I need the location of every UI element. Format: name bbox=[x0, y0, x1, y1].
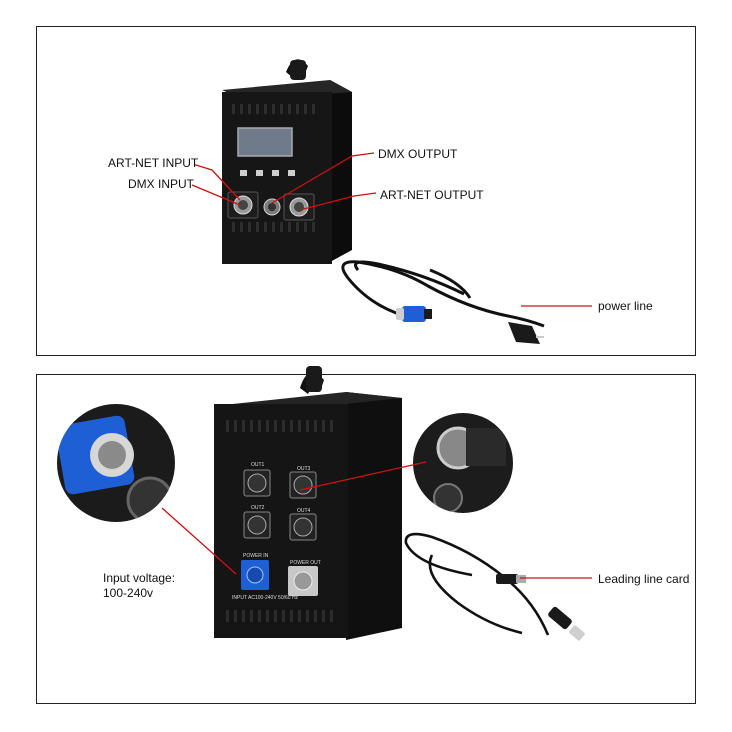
label-leading-line-card: Leading line card bbox=[598, 572, 690, 586]
label-power-line: power line bbox=[598, 299, 653, 313]
xlr-outputs bbox=[243, 469, 317, 541]
text-power-out: POWER OUT bbox=[290, 560, 321, 566]
label-dmx-input: DMX INPUT bbox=[128, 177, 194, 191]
label-input-voltage-line2: 100-240v bbox=[103, 586, 154, 600]
text-out4: OUT4 bbox=[297, 508, 311, 514]
text-out3: OUT3 bbox=[297, 466, 311, 472]
powercon-plug bbox=[396, 306, 432, 322]
power-line-cable bbox=[341, 260, 545, 328]
label-artnet-input: ART-NET INPUT bbox=[108, 156, 199, 170]
lcd-display bbox=[237, 127, 293, 157]
text-out2: OUT2 bbox=[251, 505, 265, 511]
label-dmx-output: DMX OUTPUT bbox=[378, 147, 458, 161]
label-artnet-output: ART-NET OUTPUT bbox=[380, 188, 484, 202]
zoom-detail-xlr bbox=[413, 413, 513, 513]
label-input-voltage-line1: Input voltage: bbox=[103, 571, 176, 585]
front-connectors bbox=[227, 191, 315, 221]
top-panel bbox=[36, 26, 696, 356]
leader-input-voltage bbox=[161, 507, 237, 575]
leader-artnet-output bbox=[299, 192, 377, 211]
leader-dmx-output bbox=[271, 152, 375, 204]
leading-line-cable bbox=[404, 532, 550, 636]
text-out1: OUT1 bbox=[251, 462, 265, 468]
zoom-detail-powercon bbox=[57, 404, 175, 522]
text-power-in: POWER IN bbox=[243, 553, 269, 559]
xlr-plug-end bbox=[548, 606, 585, 641]
device-front bbox=[222, 59, 352, 264]
device-rear: OUT1 OUT3 OUT2 OUT4 POWER IN POWER OUT I… bbox=[214, 366, 402, 640]
mains-plug bbox=[508, 322, 544, 344]
leader-artnet-input bbox=[194, 164, 241, 201]
xlr-plug-end-2 bbox=[496, 574, 526, 584]
leader-xlr-zoom bbox=[299, 461, 427, 491]
leader-dmx-input bbox=[191, 184, 241, 206]
text-input-rating: INPUT AC100-240V 50/60 Hz bbox=[232, 595, 299, 601]
